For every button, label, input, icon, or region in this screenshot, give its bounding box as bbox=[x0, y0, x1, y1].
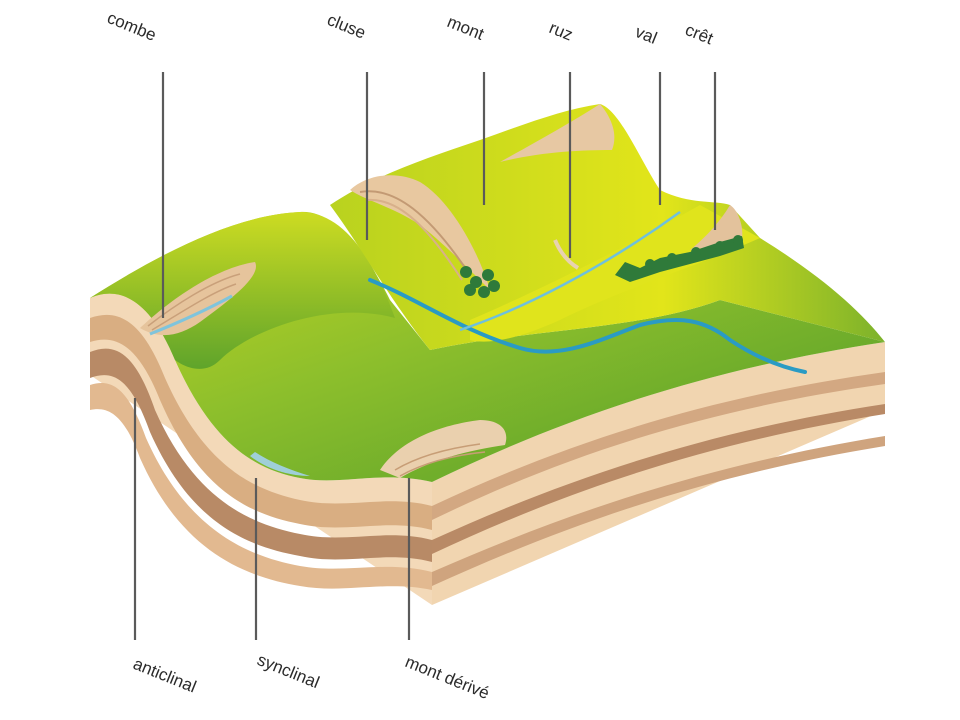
syncline-water bbox=[250, 452, 310, 476]
forest-cret bbox=[615, 235, 744, 282]
strata-left-face bbox=[90, 293, 432, 605]
cluse-gorge bbox=[350, 175, 490, 290]
label-mont-derive: mont dérivé bbox=[403, 652, 492, 703]
river bbox=[368, 278, 807, 374]
label-val: val bbox=[633, 22, 660, 48]
ruz-stream bbox=[459, 210, 681, 332]
label-synclinal: synclinal bbox=[255, 650, 323, 692]
leader-lines bbox=[133, 72, 717, 640]
ruz-gully bbox=[553, 239, 580, 270]
cret-cliff bbox=[500, 104, 743, 250]
label-cluse: cluse bbox=[325, 10, 369, 42]
label-combe: combe bbox=[105, 8, 159, 45]
strata-right-face bbox=[432, 342, 885, 605]
label-anticlinal: anticlinal bbox=[131, 654, 199, 696]
label-mont: mont bbox=[445, 12, 487, 44]
mont-derive-hollow bbox=[380, 420, 507, 478]
combe-hollow bbox=[140, 262, 256, 336]
forest-cluse bbox=[460, 266, 500, 298]
label-ruz: ruz bbox=[547, 18, 576, 44]
label-cret: crêt bbox=[683, 20, 717, 48]
